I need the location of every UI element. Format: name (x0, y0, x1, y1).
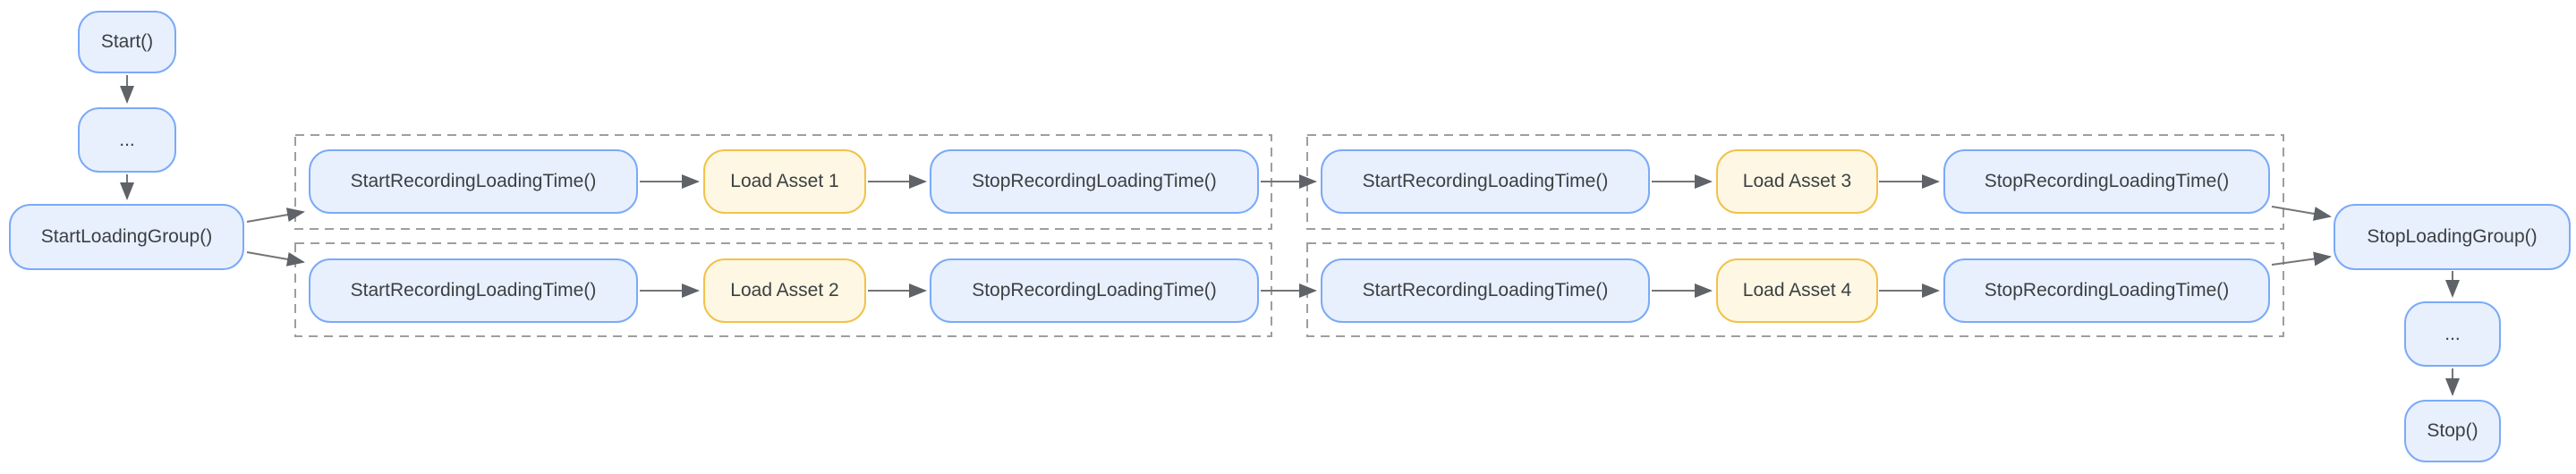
node-start-recording-g1r2: StartRecordingLoadingTime() (309, 258, 638, 323)
node-stop-loading-group: StopLoadingGroup() (2334, 204, 2571, 270)
node-start: Start() (78, 11, 176, 73)
node-ellipsis-entry: ... (78, 107, 176, 173)
dashed-group-2-row-1 (1306, 134, 2284, 230)
node-stop-recording-g2r2: StopRecordingLoadingTime() (1943, 258, 2270, 323)
arrow-fanout-row1 (246, 207, 305, 223)
node-start-loading-group: StartLoadingGroup() (9, 204, 244, 270)
node-stop-recording-g1r2: StopRecordingLoadingTime() (930, 258, 1259, 323)
node-stop: Stop() (2404, 400, 2501, 462)
node-start-recording-g1r1: StartRecordingLoadingTime() (309, 149, 638, 214)
node-stop-recording-g2r1: StopRecordingLoadingTime() (1943, 149, 2270, 214)
node-stop-recording-g1r1: StopRecordingLoadingTime() (930, 149, 1259, 214)
node-start-recording-g2r1: StartRecordingLoadingTime() (1321, 149, 1650, 214)
node-load-asset-3: Load Asset 3 (1716, 149, 1878, 214)
node-load-asset-1: Load Asset 1 (703, 149, 866, 214)
node-load-asset-4: Load Asset 4 (1716, 258, 1878, 323)
node-load-asset-2: Load Asset 2 (703, 258, 866, 323)
node-start-recording-g2r2: StartRecordingLoadingTime() (1321, 258, 1650, 323)
node-ellipsis-exit: ... (2404, 301, 2501, 367)
arrow-fanin-row2 (2271, 251, 2332, 267)
arrow-fanin-row1 (2271, 206, 2332, 221)
arrow-fanout-row2 (246, 251, 305, 267)
